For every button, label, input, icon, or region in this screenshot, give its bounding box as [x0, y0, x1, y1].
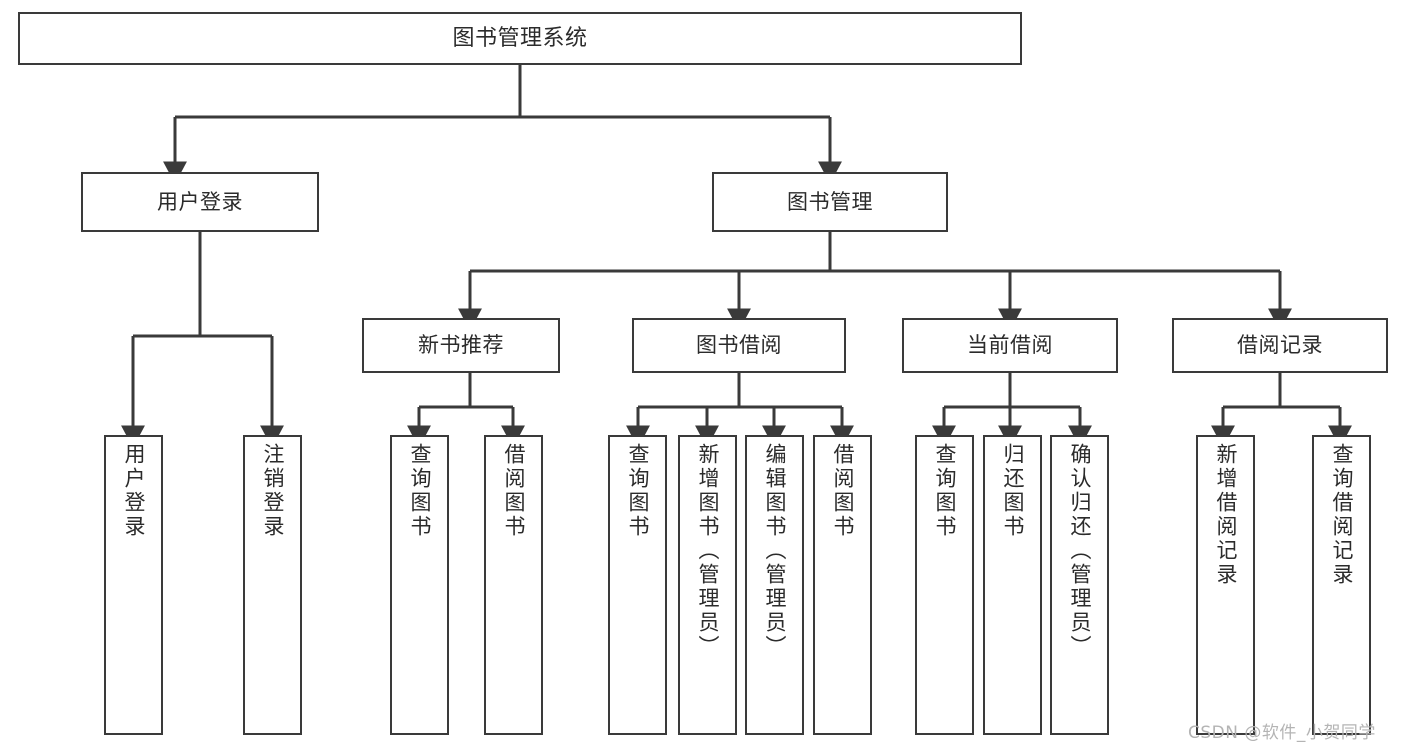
leaf-borrow-record-query[interactable]: 查询借阅记录 — [1312, 435, 1371, 735]
node-label: 借阅图书 — [502, 443, 526, 539]
node-label: 图书管理系统 — [452, 25, 588, 51]
leaf-current-borrow-return[interactable]: 归还图书 — [983, 435, 1042, 735]
node-label: 查询图书 — [626, 443, 650, 539]
leaf-new-book-query[interactable]: 查询图书 — [390, 435, 449, 735]
node-label: 编辑图书（管理员） — [763, 443, 787, 659]
node-user-login[interactable]: 用户登录 — [81, 172, 319, 232]
node-current-borrow[interactable]: 当前借阅 — [902, 318, 1118, 373]
leaf-current-borrow-confirm-return[interactable]: 确认归还（管理员） — [1050, 435, 1109, 735]
node-label: 新书推荐 — [418, 333, 504, 358]
node-label: 归还图书 — [1001, 443, 1025, 539]
node-book-borrow[interactable]: 图书借阅 — [632, 318, 846, 373]
node-label: 用户登录 — [122, 443, 146, 539]
node-label: 图书借阅 — [696, 333, 782, 358]
leaf-borrow-record-add[interactable]: 新增借阅记录 — [1196, 435, 1255, 735]
node-label: 查询图书 — [408, 443, 432, 539]
leaf-book-borrow-query[interactable]: 查询图书 — [608, 435, 667, 735]
node-label: 用户登录 — [157, 189, 243, 214]
node-root-system[interactable]: 图书管理系统 — [18, 12, 1022, 65]
csdn-watermark: CSDN @软件_小贺同学 — [1188, 723, 1376, 743]
node-label: 新增图书（管理员） — [696, 443, 720, 659]
node-label: 借阅记录 — [1237, 333, 1323, 358]
node-label: 确认归还（管理员） — [1068, 443, 1092, 659]
node-label: 查询图书 — [933, 443, 957, 539]
leaf-current-borrow-query[interactable]: 查询图书 — [915, 435, 974, 735]
node-label: 新增借阅记录 — [1214, 443, 1238, 587]
node-label: 查询借阅记录 — [1330, 443, 1354, 587]
leaf-book-borrow-borrow[interactable]: 借阅图书 — [813, 435, 872, 735]
node-book-management[interactable]: 图书管理 — [712, 172, 948, 232]
node-label: 图书管理 — [787, 189, 873, 214]
node-label: 注销登录 — [261, 443, 285, 539]
leaf-user-login-login[interactable]: 用户登录 — [104, 435, 163, 735]
node-new-book-recommend[interactable]: 新书推荐 — [362, 318, 560, 373]
leaf-book-borrow-add[interactable]: 新增图书（管理员） — [678, 435, 737, 735]
leaf-user-login-logout[interactable]: 注销登录 — [243, 435, 302, 735]
leaf-book-borrow-edit[interactable]: 编辑图书（管理员） — [745, 435, 804, 735]
node-label: 借阅图书 — [831, 443, 855, 539]
leaf-new-book-borrow[interactable]: 借阅图书 — [484, 435, 543, 735]
node-borrow-record[interactable]: 借阅记录 — [1172, 318, 1388, 373]
node-label: 当前借阅 — [967, 333, 1053, 358]
